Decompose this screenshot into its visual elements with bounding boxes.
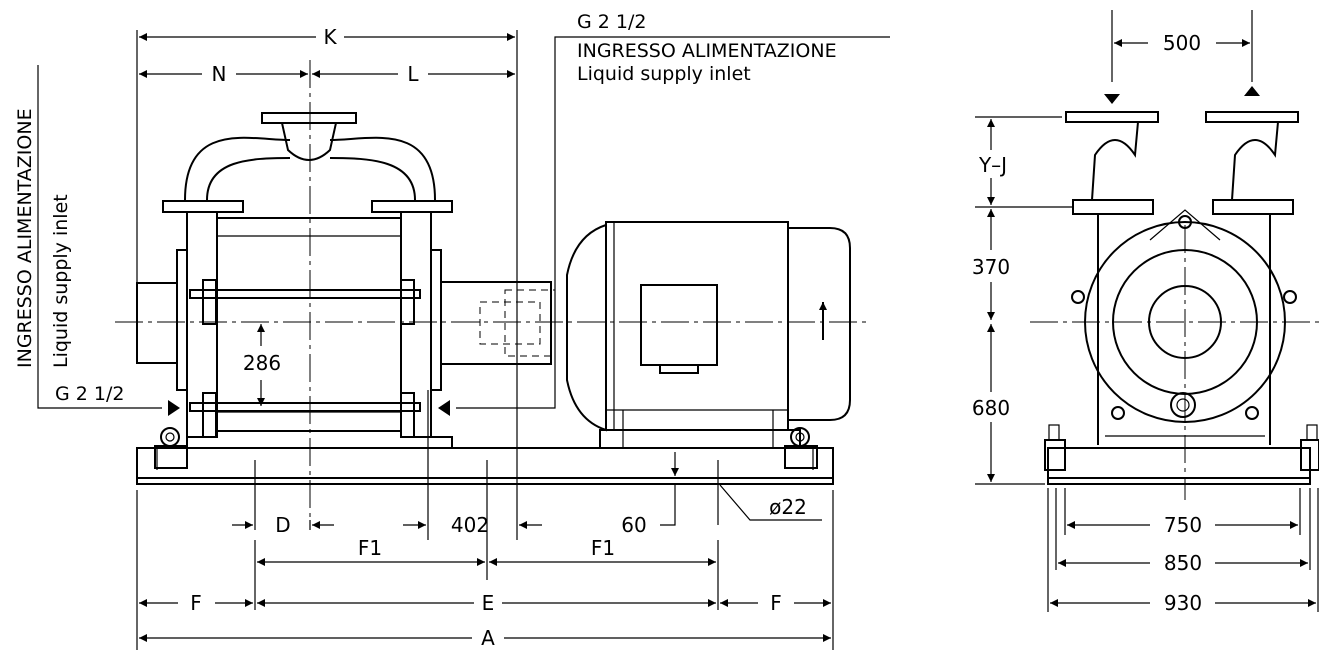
dim-286-label: 286 xyxy=(243,351,281,375)
electric-motor xyxy=(566,221,851,449)
dim-f-right-label: F xyxy=(770,591,782,615)
coupling-hidden xyxy=(455,289,556,357)
dim-d-label: D xyxy=(275,513,290,537)
pump-body xyxy=(136,211,552,448)
dim-930-label: 930 xyxy=(1164,591,1202,615)
dim-l-label: L xyxy=(407,62,419,86)
dim-f1-right-label: F1 xyxy=(591,536,615,560)
outlet-flow-icon xyxy=(1244,86,1260,104)
dim-a-label: A xyxy=(481,626,495,650)
dim-60-label: 60 xyxy=(621,513,646,537)
base-frame xyxy=(136,447,834,580)
lifting-eye-left xyxy=(154,427,188,469)
dim-370-label: 370 xyxy=(972,255,1010,279)
dim-n-label: N xyxy=(212,62,227,86)
dim-750-label: 750 xyxy=(1164,513,1202,537)
inlet-side-english: Liquid supply inlet xyxy=(50,194,72,368)
front-view: 500 Y–J 370 680 750 850 930 xyxy=(972,10,1319,615)
inlet-marker-right-icon xyxy=(438,400,450,416)
inlet-top-english: Liquid supply inlet xyxy=(577,63,751,85)
inlet-flow-icon xyxy=(1104,86,1120,104)
dim-680-label: 680 xyxy=(972,396,1010,420)
dim-k-label: K xyxy=(323,25,337,49)
thread-left-label: G 2 1/2 xyxy=(55,383,124,405)
dim-402-label: 402 xyxy=(451,513,489,537)
inlet-marker-left-icon xyxy=(168,400,180,416)
manifold-pipes xyxy=(162,112,453,213)
dim-500-label: 500 xyxy=(1163,31,1201,55)
thread-top-label: G 2 1/2 xyxy=(577,11,646,33)
dim-f1-left-label: F1 xyxy=(358,536,382,560)
dim-e-label: E xyxy=(482,591,495,615)
inlet-side-italian: INGRESSO ALIMENTAZIONE xyxy=(14,108,36,368)
inlet-top-italian: INGRESSO ALIMENTAZIONE xyxy=(577,40,837,62)
dim-dia22-label: ø22 xyxy=(769,495,807,519)
dim-850-label: 850 xyxy=(1164,551,1202,575)
dim-f-left-label: F xyxy=(190,591,202,615)
dim-yj-label: Y–J xyxy=(978,153,1007,177)
side-view: K N L 286 D 402 60 ø22 F1 F1 xyxy=(14,11,890,650)
